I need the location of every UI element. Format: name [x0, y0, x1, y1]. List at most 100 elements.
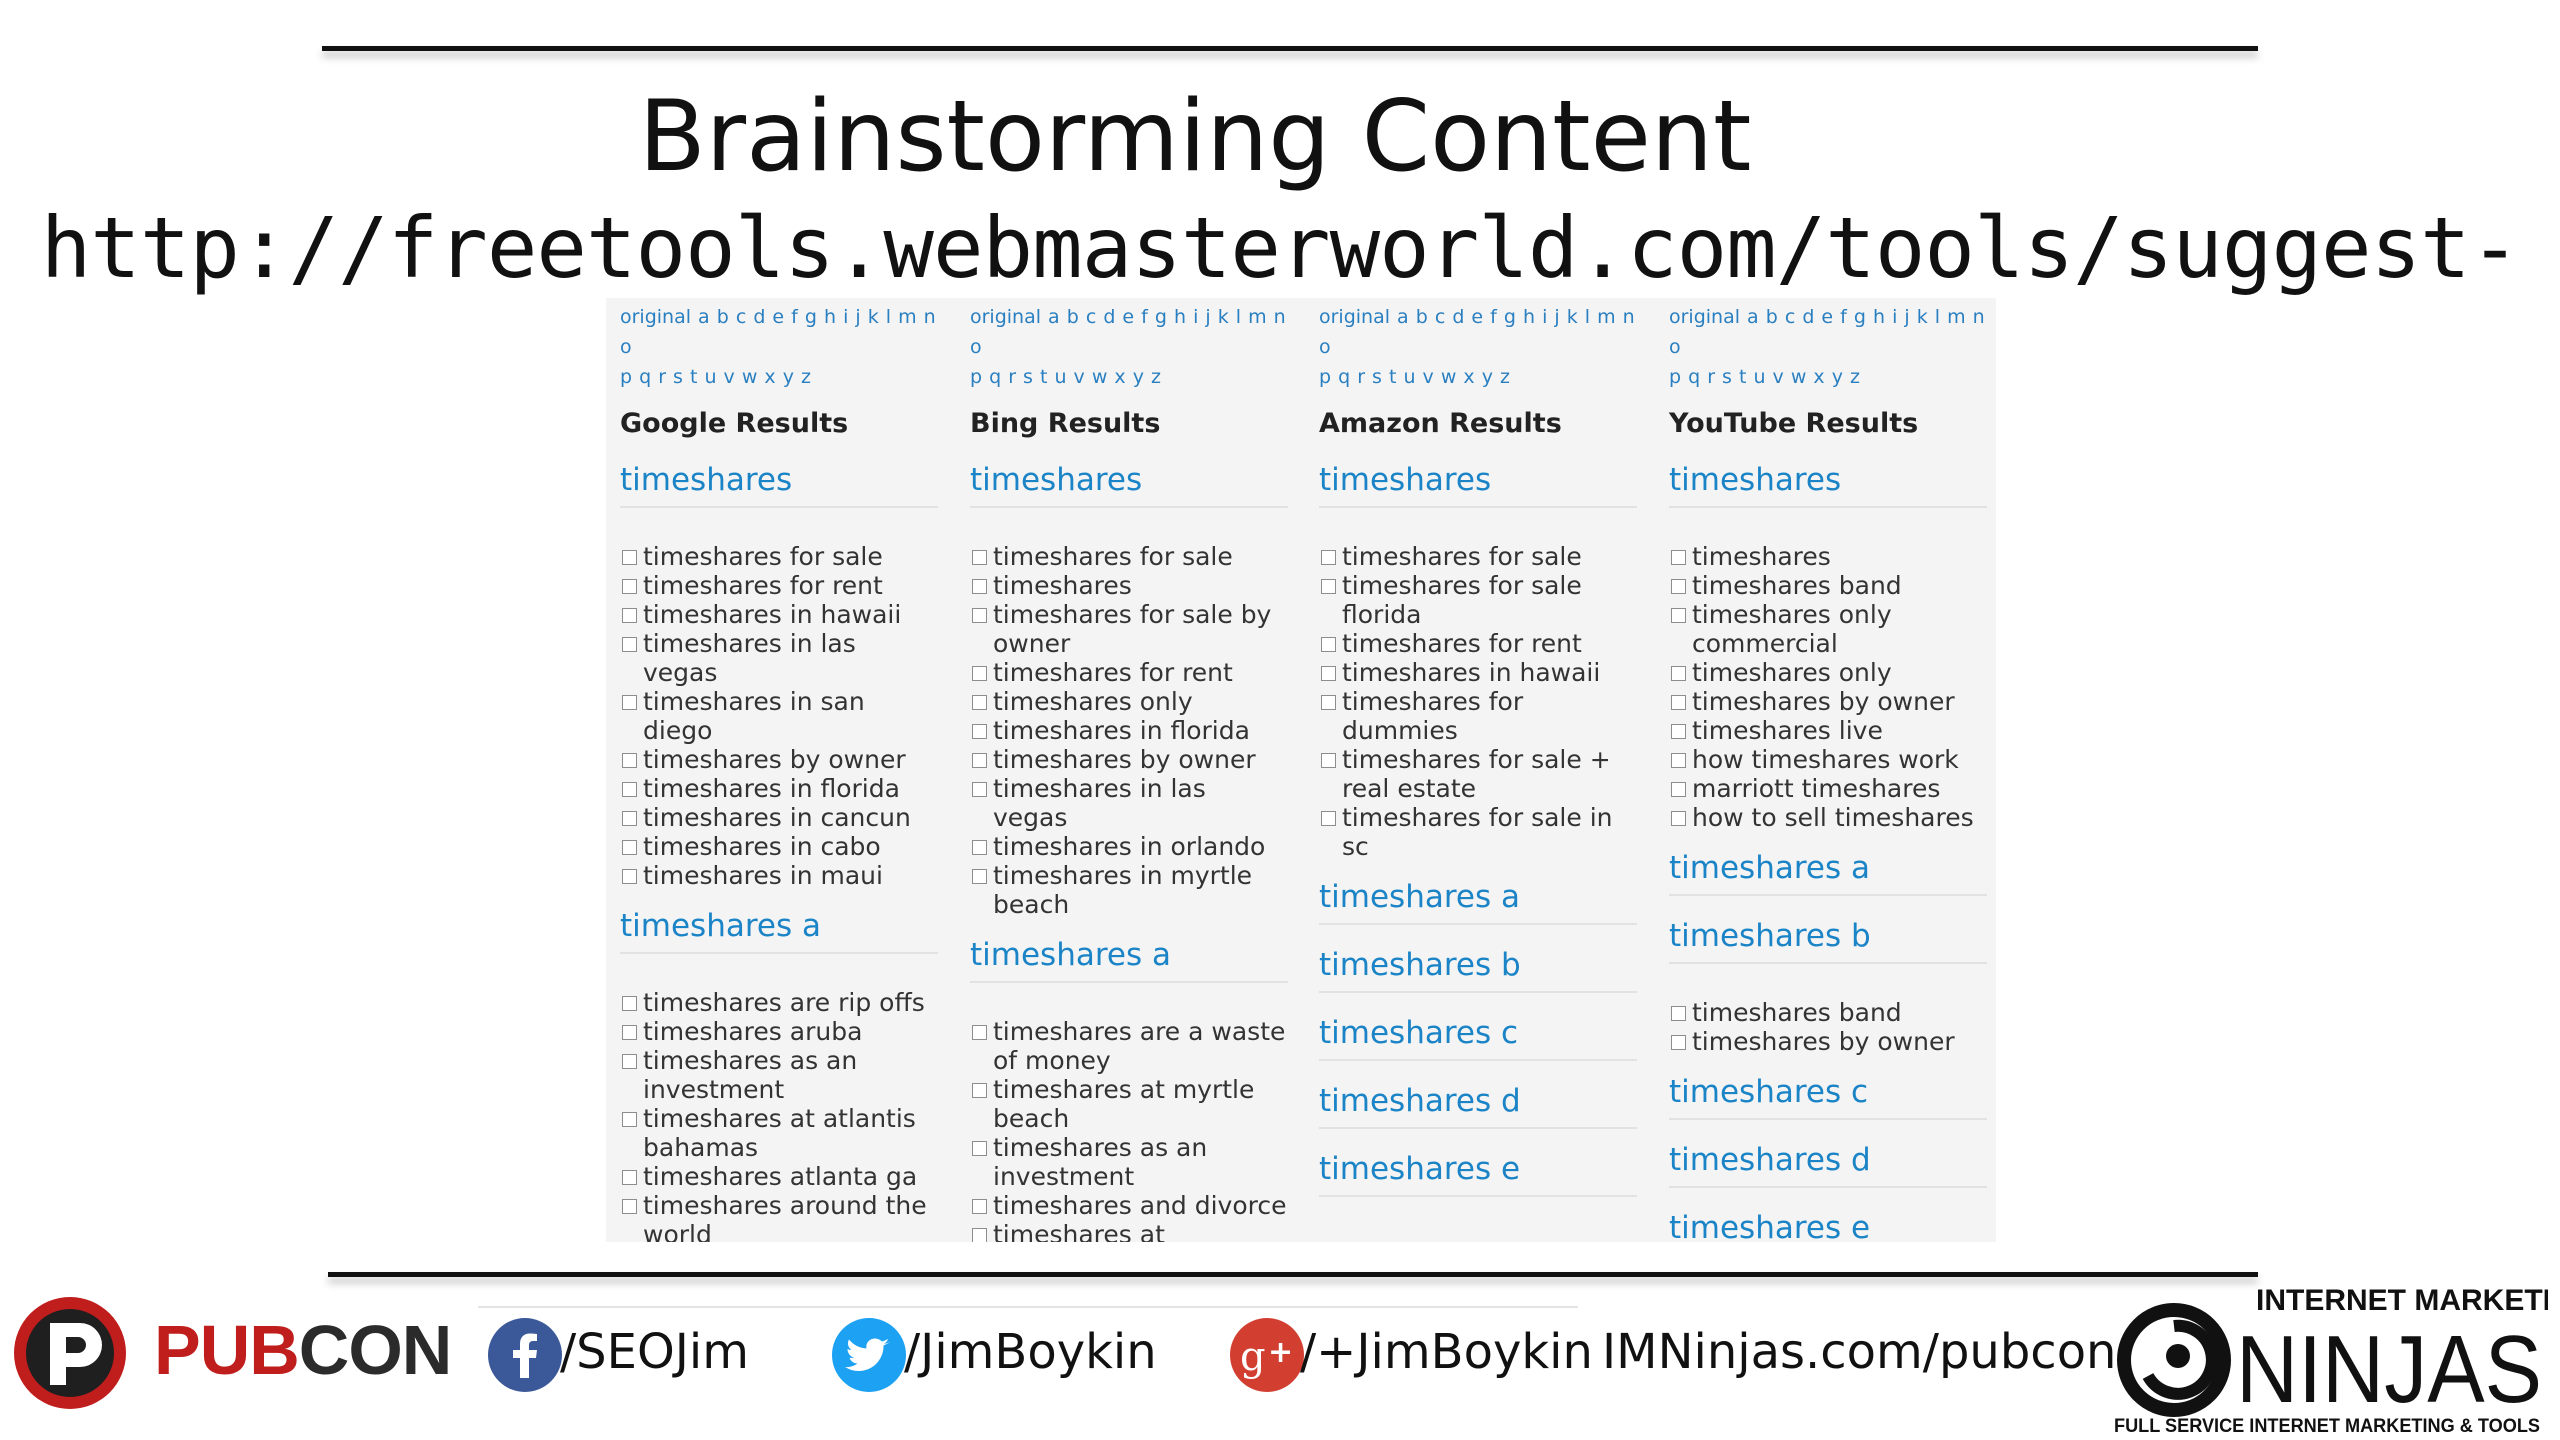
suggestion-checkbox[interactable]: [972, 608, 987, 623]
suggestion-item: timeshares aruba: [620, 1017, 938, 1046]
group-link[interactable]: timeshares a: [1669, 846, 1987, 896]
suggestion-checkbox[interactable]: [1321, 637, 1336, 652]
suggestion-checkbox[interactable]: [622, 550, 637, 565]
suggestion-checkbox[interactable]: [1321, 579, 1336, 594]
suggestion-checkbox[interactable]: [1671, 1035, 1686, 1050]
site-url: IMNinjas.com/pubcon: [1602, 1324, 2117, 1380]
suggestion-checkbox[interactable]: [622, 1170, 637, 1185]
suggestion-checkbox[interactable]: [972, 1025, 987, 1040]
suggestion-checkbox[interactable]: [622, 1199, 637, 1214]
suggestion-checkbox[interactable]: [622, 782, 637, 797]
suggestion-checkbox[interactable]: [622, 753, 637, 768]
alphabet-links[interactable]: original a b c d e f g h i j k l m n o: [1669, 306, 1985, 358]
top-rule: [322, 46, 2258, 51]
group-link[interactable]: timeshares a: [970, 933, 1288, 983]
suggestion-text: timeshares band: [1692, 571, 1902, 600]
suggestion-checkbox[interactable]: [622, 869, 637, 884]
suggestion-item: timeshares for sale in sc: [1319, 803, 1637, 861]
group-link[interactable]: timeshares c: [1669, 1070, 1987, 1120]
facebook-handle: /SEOJim: [560, 1324, 749, 1380]
alphabet-links[interactable]: p q r s t u v w x y z: [1669, 366, 1860, 388]
suggestion-checkbox[interactable]: [1671, 608, 1686, 623]
suggestion-checkbox[interactable]: [972, 869, 987, 884]
alphabet-links[interactable]: p q r s t u v w x y z: [1319, 366, 1510, 388]
suggestion-checkbox[interactable]: [622, 637, 637, 652]
suggestion-checkbox[interactable]: [972, 753, 987, 768]
suggestion-checkbox[interactable]: [622, 1112, 637, 1127]
suggestion-checkbox[interactable]: [1671, 1006, 1686, 1021]
suggestion-text: timeshares: [993, 571, 1132, 600]
ninjas-top-text: INTERNET MARKETING: [2256, 1284, 2548, 1317]
suggestion-checkbox[interactable]: [1321, 753, 1336, 768]
suggestion-checkbox[interactable]: [1321, 695, 1336, 710]
suggestion-item: timeshares for rent: [620, 571, 938, 600]
suggestion-item: timeshares by owner: [970, 745, 1288, 774]
group-link[interactable]: timeshares c: [1319, 1011, 1637, 1061]
suggestion-checkbox[interactable]: [622, 608, 637, 623]
suggestion-checkbox[interactable]: [972, 1083, 987, 1098]
suggestion-item: timeshares in cancun: [620, 803, 938, 832]
suggestion-text: timeshares for rent: [993, 658, 1233, 687]
group-link[interactable]: timeshares: [1319, 458, 1637, 508]
suggestion-checkbox[interactable]: [1321, 666, 1336, 681]
group-link[interactable]: timeshares: [1669, 458, 1987, 508]
group-link[interactable]: timeshares a: [1319, 875, 1637, 925]
suggestion-item: timeshares live: [1669, 716, 1987, 745]
suggestion-text: timeshares in las vegas: [643, 629, 856, 687]
suggestion-item: timeshares in florida: [620, 774, 938, 803]
suggestion-checkbox[interactable]: [622, 840, 637, 855]
suggestion-checkbox[interactable]: [622, 695, 637, 710]
suggestion-checkbox[interactable]: [1671, 782, 1686, 797]
suggestion-checkbox[interactable]: [1671, 753, 1686, 768]
group-link[interactable]: timeshares e: [1319, 1147, 1637, 1197]
column-title: Amazon Results: [1319, 408, 1562, 439]
suggestion-checkbox[interactable]: [622, 1025, 637, 1040]
suggestion-checkbox[interactable]: [622, 1054, 637, 1069]
suggestion-checkbox[interactable]: [622, 996, 637, 1011]
group-link[interactable]: timeshares e: [1669, 1206, 1987, 1242]
suggestion-checkbox[interactable]: [972, 579, 987, 594]
suggestion-checkbox[interactable]: [972, 695, 987, 710]
alphabet-links[interactable]: p q r s t u v w x y z: [970, 366, 1161, 388]
suggestion-checkbox[interactable]: [1671, 666, 1686, 681]
suggestion-checkbox[interactable]: [972, 666, 987, 681]
group-link[interactable]: timeshares: [620, 458, 938, 508]
suggestion-checkbox[interactable]: [972, 1199, 987, 1214]
alphabet-links[interactable]: original a b c d e f g h i j k l m n o: [1319, 306, 1635, 358]
suggestion-item: timeshares in orlando: [970, 832, 1288, 861]
suggestion-checkbox[interactable]: [972, 550, 987, 565]
suggestion-checkbox[interactable]: [1321, 550, 1336, 565]
alphabet-links[interactable]: p q r s t u v w x y z: [620, 366, 811, 388]
suggestion-checkbox[interactable]: [972, 782, 987, 797]
suggestion-text: timeshares for rent: [643, 571, 883, 600]
group-link[interactable]: timeshares b: [1669, 914, 1987, 964]
suggestion-checkbox[interactable]: [622, 811, 637, 826]
suggestion-checkbox[interactable]: [972, 840, 987, 855]
suggestion-checkbox[interactable]: [622, 579, 637, 594]
suggestion-checkbox[interactable]: [972, 1141, 987, 1156]
suggestion-checkbox[interactable]: [972, 724, 987, 739]
group-link[interactable]: timeshares b: [1319, 943, 1637, 993]
alphabet-links[interactable]: original a b c d e f g h i j k l m n o: [970, 306, 1286, 358]
suggestion-item: how to sell timeshares: [1669, 803, 1987, 832]
alphabet-links[interactable]: original a b c d e f g h i j k l m n o: [620, 306, 936, 358]
suggestion-checkbox[interactable]: [1671, 695, 1686, 710]
suggestion-item: timeshares by owner: [620, 745, 938, 774]
suggestion-checkbox[interactable]: [1671, 579, 1686, 594]
suggestion-checkbox[interactable]: [1671, 550, 1686, 565]
suggestion-text: timeshares for sale: [643, 542, 883, 571]
suggestion-checkbox[interactable]: [1321, 811, 1336, 826]
group-link[interactable]: timeshares d: [1319, 1079, 1637, 1129]
group-link[interactable]: timeshares a: [620, 904, 938, 954]
suggestion-item: timeshares band: [1669, 571, 1987, 600]
suggestion-checkbox[interactable]: [972, 1228, 987, 1242]
suggestion-text: timeshares atlanta ga: [643, 1162, 918, 1191]
suggestion-text: timeshares around the world: [643, 1191, 927, 1242]
suggestion-checkbox[interactable]: [1671, 811, 1686, 826]
group-link[interactable]: timeshares d: [1669, 1138, 1987, 1188]
suggestion-item: timeshares by owner: [1669, 687, 1987, 716]
group-link[interactable]: timeshares: [970, 458, 1288, 508]
suggestion-text: timeshares only: [993, 687, 1193, 716]
suggestion-checkbox[interactable]: [1671, 724, 1686, 739]
